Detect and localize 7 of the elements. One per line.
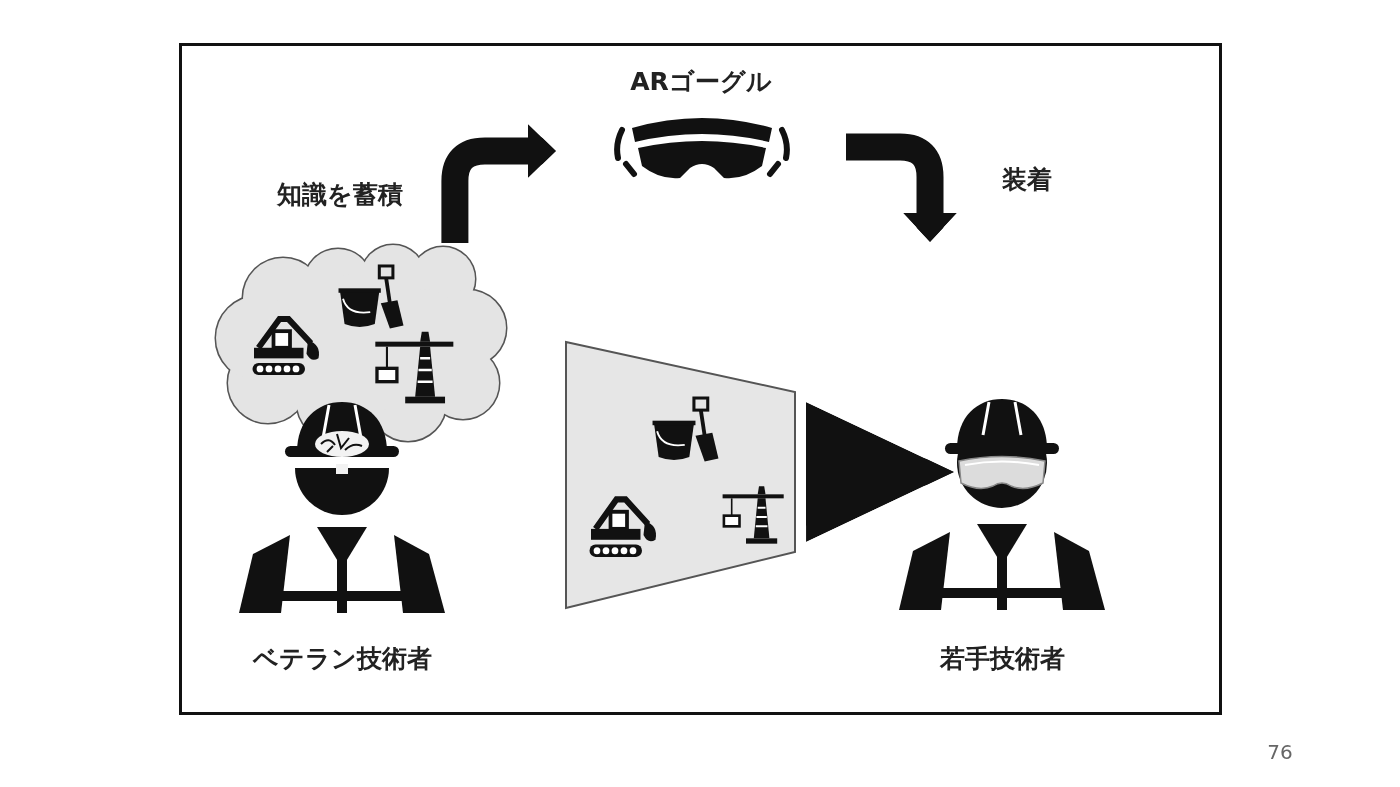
figure-caption: ベテラン技術者: [252, 644, 432, 673]
figure-caption: 若手技術者: [939, 644, 1065, 673]
device-label: ARゴーグル: [630, 67, 772, 96]
page-number: 76: [1267, 740, 1293, 764]
bent-arrow: [846, 133, 957, 242]
edge-label: 知識を蓄積: [275, 179, 405, 211]
view-cone: [805, 402, 954, 543]
